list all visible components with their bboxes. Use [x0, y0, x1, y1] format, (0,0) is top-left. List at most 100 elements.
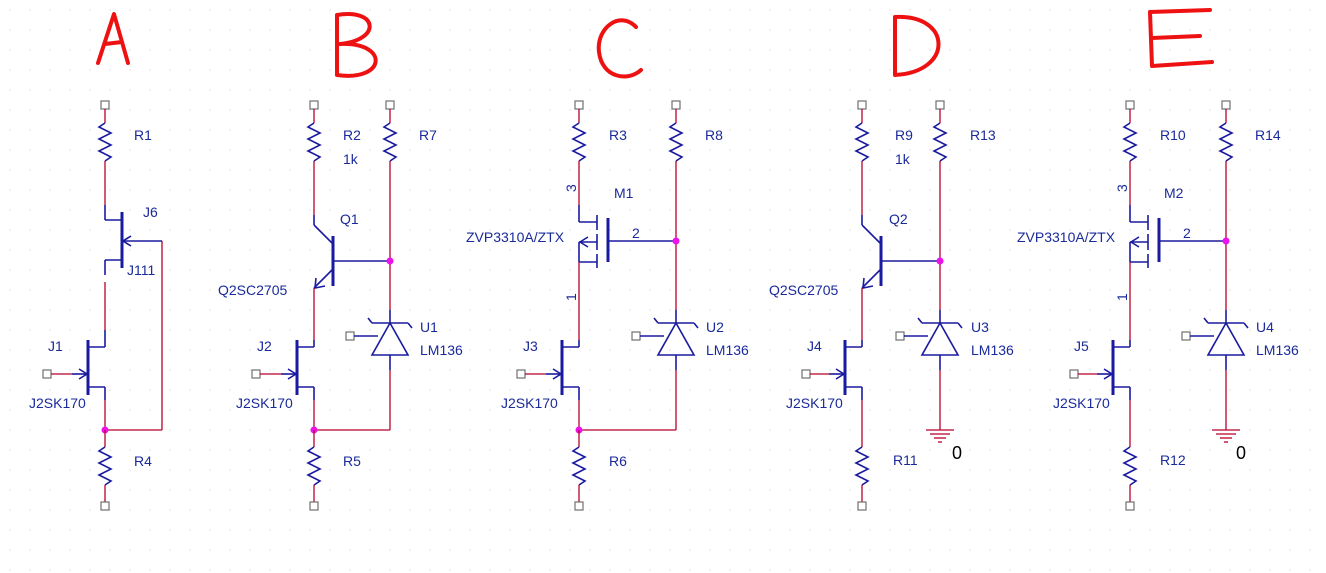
zener-u3[interactable]: [917, 317, 963, 356]
label-u3: U3: [971, 319, 989, 335]
label-r12: R12: [1160, 452, 1186, 468]
label-q2: Q2: [889, 211, 908, 227]
resistor-r11[interactable]: [854, 446, 870, 486]
label-j6: J6: [143, 204, 158, 220]
label-lm136-b: LM136: [420, 342, 463, 358]
connector-pin[interactable]: [857, 100, 867, 110]
resistor-r5[interactable]: [306, 446, 322, 486]
connector-pin[interactable]: [895, 331, 905, 341]
label-r8: R8: [705, 127, 723, 143]
zener-u2[interactable]: [653, 317, 699, 356]
resistor-r8[interactable]: [668, 122, 684, 162]
connector-pin[interactable]: [857, 501, 867, 511]
label-j2: J2: [257, 338, 272, 354]
connector-pin[interactable]: [251, 369, 261, 379]
resistor-r9[interactable]: [854, 122, 870, 162]
connector-pin[interactable]: [385, 100, 395, 110]
label-pin3-e: 3: [1114, 184, 1130, 192]
label-r9: R9: [895, 127, 913, 143]
connector-pin[interactable]: [1181, 331, 1191, 341]
connector-pin[interactable]: [574, 501, 584, 511]
connector-pin[interactable]: [671, 100, 681, 110]
ground-symbol: [926, 429, 954, 443]
label-r9-value: 1k: [895, 151, 911, 167]
resistor-r14[interactable]: [1218, 122, 1234, 162]
resistor-r6[interactable]: [571, 446, 587, 486]
resistor-r12[interactable]: [1122, 446, 1138, 486]
connector-pin[interactable]: [1125, 100, 1135, 110]
junction-dot: [1222, 237, 1230, 245]
label-r4: R4: [134, 453, 152, 469]
zener-u1[interactable]: [367, 317, 413, 356]
label-j111: J111: [127, 262, 155, 278]
connector-pin[interactable]: [516, 369, 526, 379]
connector-pin[interactable]: [1125, 501, 1135, 511]
label-j2sk170-b: J2SK170: [236, 395, 293, 411]
label-j3: J3: [523, 338, 538, 354]
label-pin2-e: 2: [1183, 225, 1191, 241]
connector-pin[interactable]: [100, 100, 110, 110]
label-r2-value: 1k: [343, 151, 359, 167]
label-r3: R3: [609, 127, 627, 143]
connector-pin[interactable]: [100, 501, 110, 511]
label-pin3-c: 3: [563, 184, 579, 192]
label-zvp-c: ZVP3310A/ZTX: [466, 229, 565, 245]
label-j2sk170-a: J2SK170: [29, 395, 86, 411]
zener-u4[interactable]: [1203, 317, 1249, 356]
ground-symbol: [1212, 429, 1240, 443]
label-ground-d: 0: [952, 443, 962, 463]
resistor-r7[interactable]: [382, 122, 398, 162]
label-r14: R14: [1255, 127, 1281, 143]
resistor-r3[interactable]: [571, 122, 587, 162]
connector-pin[interactable]: [309, 100, 319, 110]
connector-pin[interactable]: [631, 331, 641, 341]
label-r13: R13: [970, 127, 996, 143]
label-r6: R6: [609, 453, 627, 469]
heading-d: D: [893, 14, 941, 77]
label-j4: J4: [807, 338, 822, 354]
circuit-a: [42, 100, 163, 511]
junction-dot: [936, 257, 944, 265]
heading-e: E: [1148, 8, 1214, 68]
label-pin1-e: 1: [1114, 293, 1130, 301]
connector-pin[interactable]: [935, 100, 945, 110]
connector-pin[interactable]: [309, 501, 319, 511]
junction-dot: [386, 257, 394, 265]
label-lm136-c: LM136: [706, 342, 749, 358]
connector-pin[interactable]: [1069, 369, 1079, 379]
connector-pin[interactable]: [345, 331, 355, 341]
label-j2sk170-e: J2SK170: [1053, 395, 1110, 411]
resistor-r2[interactable]: [306, 122, 322, 162]
resistor-r4[interactable]: [97, 446, 113, 486]
resistor-r1[interactable]: [97, 122, 113, 162]
label-lm136-d: LM136: [971, 342, 1014, 358]
label-m2: M2: [1164, 185, 1184, 201]
connector-pin[interactable]: [574, 100, 584, 110]
label-r11: R11: [893, 452, 918, 468]
label-r5: R5: [343, 453, 361, 469]
heading-b: B: [335, 12, 378, 78]
label-u2: U2: [706, 319, 724, 335]
resistor-r10[interactable]: [1122, 122, 1138, 162]
connector-pin[interactable]: [42, 369, 52, 379]
resistor-r13[interactable]: [932, 122, 948, 162]
circuit-e: [1069, 100, 1249, 511]
label-j2sk170-d: J2SK170: [786, 395, 843, 411]
label-m1: M1: [614, 185, 634, 201]
label-zvp-e: ZVP3310A/ZTX: [1017, 229, 1116, 245]
circuit-d: [801, 100, 963, 511]
connector-pin[interactable]: [801, 369, 811, 379]
circuit-c: [516, 100, 699, 511]
label-j1: J1: [48, 338, 63, 354]
connector-pin[interactable]: [1221, 100, 1231, 110]
circuit-b: [251, 100, 413, 511]
label-pin1-c: 1: [563, 293, 579, 301]
junction-dot: [672, 237, 680, 245]
heading-a: A: [96, 12, 130, 65]
label-q2sc2705-b: Q2SC2705: [218, 282, 287, 298]
label-j2sk170-c: J2SK170: [501, 395, 558, 411]
label-q2sc2705-d: Q2SC2705: [769, 282, 838, 298]
label-u4: U4: [1256, 319, 1274, 335]
